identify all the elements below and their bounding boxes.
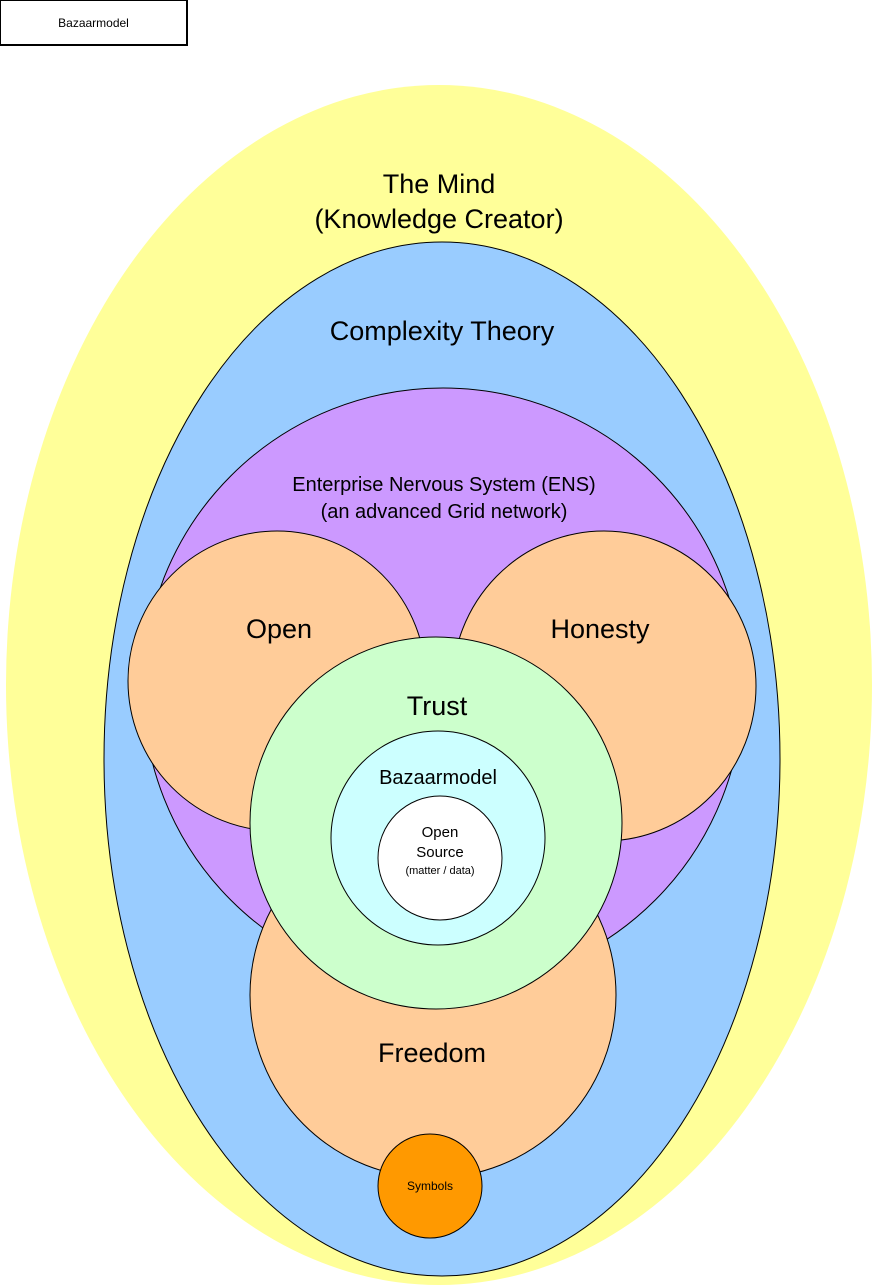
ens-label-line2: (an advanced Grid network) [321, 501, 568, 523]
ens-label-line1: Enterprise Nervous System (ENS) [292, 474, 595, 496]
open-source-label-line1: Open [422, 824, 459, 841]
mind-label-line2: (Knowledge Creator) [314, 204, 563, 234]
diagram-title: Bazaarmodel [58, 15, 129, 30]
mind-label-line1: The Mind [383, 169, 496, 199]
complexity-label: Complexity Theory [330, 316, 555, 346]
open-source-label-line2: Source [416, 844, 464, 861]
trust-label: Trust [407, 691, 468, 721]
symbols-circle [377, 1133, 483, 1239]
freedom-label: Freedom [378, 1038, 486, 1068]
honesty-label: Honesty [550, 614, 650, 644]
diagram-title-box: Bazaarmodel [0, 0, 188, 46]
bazaarmodel-label: Bazaarmodel [379, 767, 497, 789]
open-source-label-line3: (matter / data) [405, 865, 474, 877]
symbols-label: Symbols [407, 1179, 453, 1193]
open-label: Open [246, 614, 312, 644]
open-source-circle [377, 795, 503, 921]
